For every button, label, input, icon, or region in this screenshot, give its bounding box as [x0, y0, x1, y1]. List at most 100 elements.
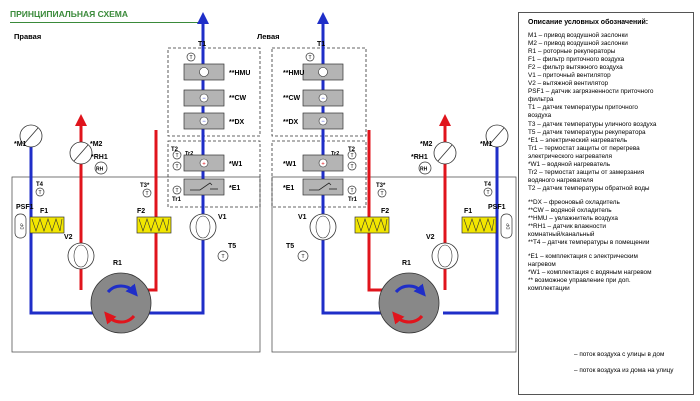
label-t3: T3*	[140, 183, 150, 189]
label-f2: F2	[137, 208, 145, 215]
heater-module-box	[167, 140, 261, 208]
legend-line: V1 – приточный вентилятор	[528, 72, 611, 80]
thermostat-tr1	[172, 185, 182, 195]
label-m2: *M2	[420, 141, 433, 148]
legend-line: фильтра	[528, 96, 554, 104]
temp-sensor-t3	[377, 188, 387, 198]
label-cw: **CW	[283, 95, 301, 102]
label-dp: DP	[506, 223, 511, 229]
legend-line: *E1 – электрический нагреватель	[528, 136, 628, 144]
label-tr2: Tr2	[185, 151, 193, 157]
label-tr2: Tr2	[331, 151, 339, 157]
temp-sensor-t3	[142, 188, 152, 198]
svg-text:+: +	[202, 162, 206, 168]
legend-line: комплектации	[528, 285, 570, 293]
legend-line: PSF1 – датчик загрязненности приточного	[528, 88, 654, 96]
label-t2: T2	[171, 147, 179, 153]
label-e1: *E1	[229, 185, 240, 192]
legend-title: Описание условных обозначений:	[528, 19, 649, 26]
label-t3: T3*	[376, 183, 386, 189]
label-dx: **DX	[229, 119, 245, 126]
label-tr1: Tr1	[172, 197, 182, 203]
temp-sensor-t5	[217, 250, 229, 262]
svg-text:−: −	[202, 119, 206, 125]
svg-text:T: T	[308, 55, 311, 61]
svg-text:T: T	[38, 190, 41, 196]
label-t4: T4	[484, 182, 492, 188]
supply-fan-v1	[309, 213, 337, 241]
legend-line: F1 – фильтр приточного воздуха	[528, 56, 625, 64]
label-t1: T1	[317, 41, 325, 48]
label-t4: T4	[36, 182, 44, 188]
temp-sensor-t5	[297, 250, 309, 262]
exhaust-filter-f2	[136, 216, 172, 234]
pressure-switch-psf1	[500, 213, 513, 239]
temp-sensor-t4	[35, 187, 45, 197]
unit-housing	[11, 176, 261, 353]
legend-line: *E1 – комплектация с электрическим	[528, 253, 638, 261]
label-t1: T1	[198, 41, 206, 48]
legend-supply-text: – поток воздуха с улицы в дом	[574, 351, 665, 358]
label-t5: T5	[228, 243, 236, 250]
thermostat-tr1	[347, 185, 357, 195]
legend-line: V2 – вытяжной вентилятор	[528, 80, 609, 88]
temp-sensor-t1	[305, 52, 315, 62]
legend-line: T2 – датчик температуры обратной воды	[528, 184, 650, 192]
label-psf1: PSF1	[488, 204, 506, 211]
legend-line: T1 – датчик температуры приточного	[528, 104, 638, 112]
legend-line: F2 – фильтр вытяжного воздуха	[528, 64, 623, 72]
legend-line: Tr1 – термостат защиты от перегрева	[528, 144, 640, 152]
legend-line: воздуха	[528, 112, 552, 120]
svg-text:T: T	[221, 254, 224, 260]
legend-line: водяного нагревателя	[528, 176, 594, 184]
label-psf1: PSF1	[16, 204, 34, 211]
svg-text:+: +	[321, 162, 325, 168]
svg-text:T: T	[301, 254, 304, 260]
label-e1: *E1	[283, 185, 294, 192]
legend-line: T5 – датчик температуры рекуператора	[528, 128, 646, 136]
legend-line: Tr2 – термостат защиты от замерзания	[528, 168, 645, 176]
temp-sensor-t2	[172, 150, 182, 160]
svg-text:T: T	[380, 191, 383, 197]
component-labels: T1 **HMU **CW **DX *W1 *E1 T2 Tr2 Tr1 *M…	[14, 41, 506, 267]
label-f1: F1	[40, 208, 48, 215]
label-t2: T2	[348, 147, 356, 153]
label-cw: **CW	[229, 95, 247, 102]
legend-line: **DX – фреоновый охладитель	[528, 198, 620, 206]
svg-text:T: T	[175, 164, 178, 170]
svg-text:T: T	[189, 55, 192, 61]
legend-line: нагревом	[528, 261, 556, 269]
pressure-switch-psf1	[14, 213, 27, 239]
legend-line: **T4 – датчик температуры в помещении	[528, 239, 650, 247]
label-w1: *W1	[229, 161, 242, 168]
side-label-right: Правая	[14, 32, 42, 41]
label-r1: R1	[113, 260, 122, 267]
rotary-recuperator-r1	[378, 272, 440, 334]
unit-right: − − + T T T T T T	[11, 11, 261, 353]
legend-panel	[518, 12, 694, 395]
label-w1: *W1	[283, 161, 296, 168]
label-v1: V1	[298, 214, 307, 221]
side-label-left: Левая	[257, 32, 280, 41]
temp-sensor-t4	[483, 187, 493, 197]
svg-text:T: T	[486, 190, 489, 196]
legend-line: *W1 – комплектация с водяным нагревом	[528, 269, 652, 277]
unit-housing	[271, 176, 517, 353]
svg-text:T: T	[175, 188, 178, 194]
supply-fan-v1	[189, 213, 217, 241]
label-f1: F1	[464, 208, 472, 215]
svg-text:−: −	[321, 96, 325, 102]
exhaust-filter-f2	[354, 216, 390, 234]
svg-text:T: T	[145, 191, 148, 197]
thermostat-tr2	[172, 161, 182, 171]
label-tr1: Tr1	[348, 197, 358, 203]
legend-exhaust-text: – поток воздуха из дома на улицу	[574, 367, 674, 374]
legend-line: M2 – привод воздушной заслонки	[528, 40, 628, 48]
label-rh1: *RH1	[411, 154, 428, 161]
label-hmu: **HMU	[283, 70, 304, 77]
label-t5: T5	[286, 243, 294, 250]
label-v1: V1	[218, 214, 227, 221]
legend-line: R1 – роторные рекуператоры	[528, 48, 616, 56]
label-m2: *M2	[90, 141, 103, 148]
label-rh1: *RH1	[91, 154, 108, 161]
